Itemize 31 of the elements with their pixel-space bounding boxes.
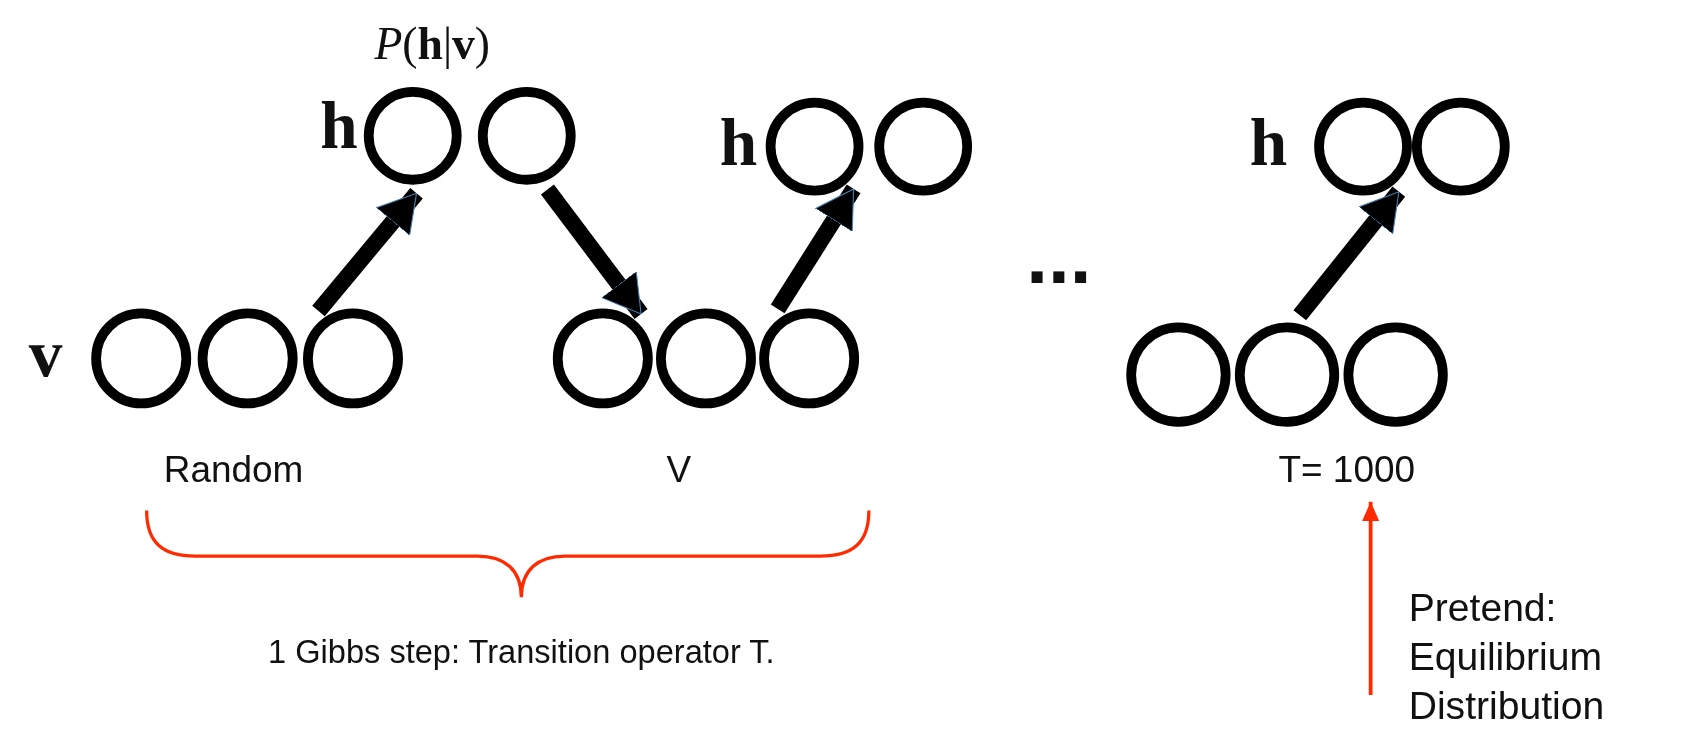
text-label: 1 Gibbs step: Transition operator T. <box>268 633 775 671</box>
text-label: Pretend: Equilibrium Distribution <box>1408 583 1702 730</box>
neuron-circle <box>656 308 756 409</box>
neuron-circle <box>759 308 860 409</box>
arrow <box>540 184 648 319</box>
neuron-circle <box>874 97 973 196</box>
text-label: T= 1000 <box>1265 445 1429 494</box>
text-label: Random <box>163 448 304 491</box>
layer-symbol: v <box>28 315 63 393</box>
layer-symbol: h <box>320 87 358 165</box>
neuron-circle <box>91 308 192 409</box>
neuron-circle <box>1314 97 1412 196</box>
arrow <box>1293 186 1406 321</box>
neuron-circle <box>765 97 864 196</box>
neuron-circle <box>363 86 462 185</box>
neuron-circle <box>1411 97 1510 196</box>
neuron-circle <box>1126 322 1231 427</box>
neuron-circle <box>197 308 298 409</box>
neuron-circle <box>552 308 653 409</box>
arrow <box>1361 501 1380 696</box>
layer-symbol: h <box>719 103 758 181</box>
ellipsis: ... <box>1026 211 1092 301</box>
arrow <box>312 187 423 317</box>
neuron-circle <box>1234 322 1340 427</box>
math-formula: P(h|v) <box>374 17 491 70</box>
text-label: V <box>666 448 692 491</box>
layer-symbol: h <box>1249 103 1288 181</box>
arrow <box>770 184 861 314</box>
neuron-circle <box>303 308 403 409</box>
neuron-circle <box>1343 322 1448 427</box>
neuron-circle <box>477 86 576 185</box>
